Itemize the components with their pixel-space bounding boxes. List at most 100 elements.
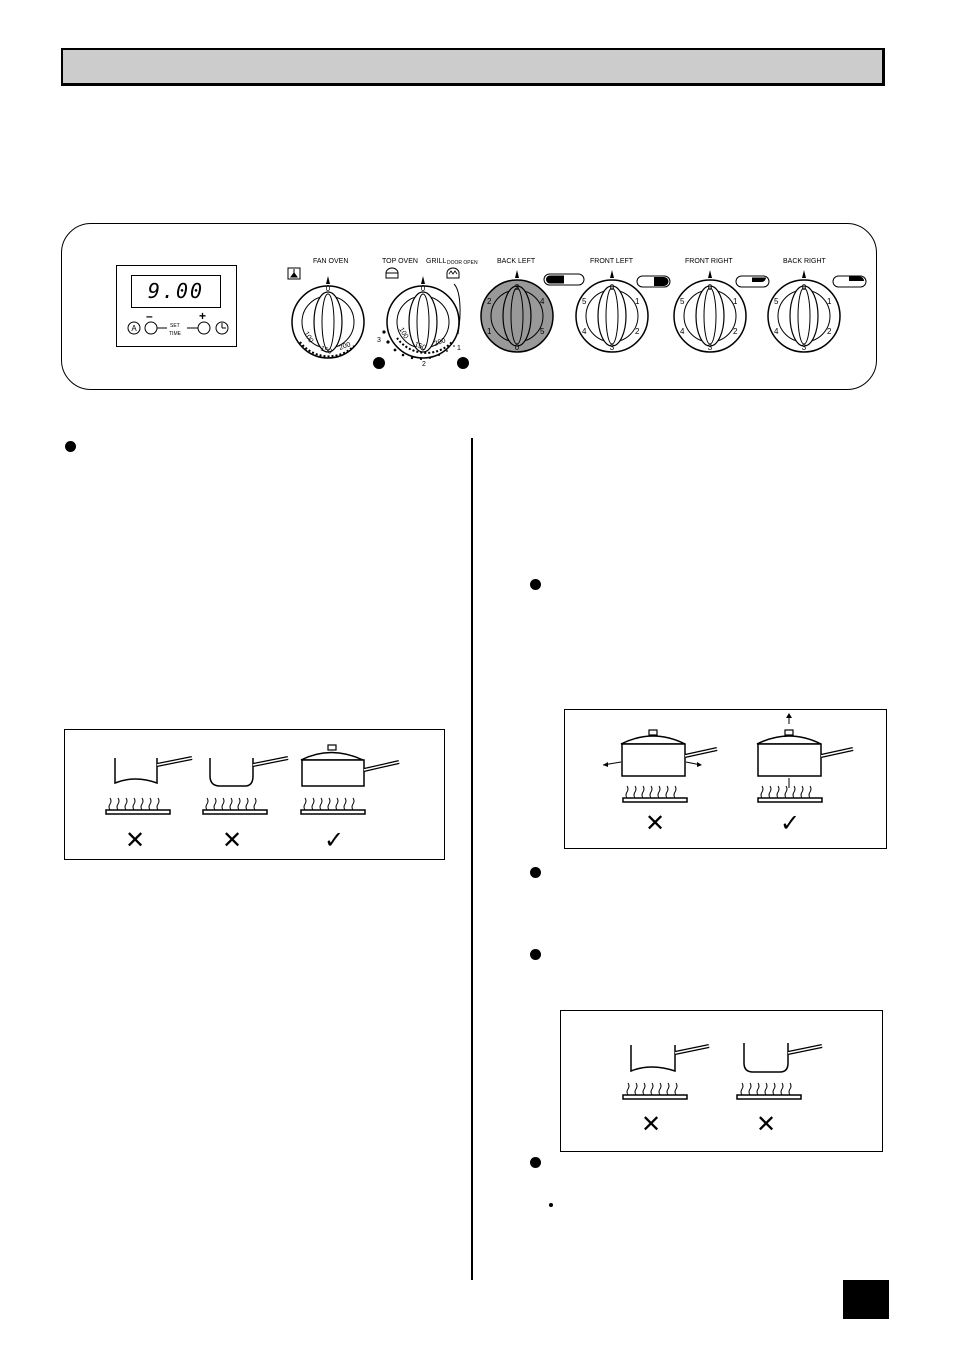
grill-scale-2: 2 <box>422 361 426 368</box>
section-header-bar <box>61 48 885 86</box>
back-right-num-3: 3 <box>802 343 807 352</box>
back-left-num-5: 5 <box>540 327 545 336</box>
hob-heat-icon <box>202 797 268 815</box>
hob-heat-icon <box>622 1082 688 1100</box>
fan-oven-knob <box>291 276 365 359</box>
cross-icon: ✕ <box>645 810 666 837</box>
flat-pan-with-lid-icon <box>300 744 400 787</box>
fan-oven-scale-100: 100 <box>302 331 314 345</box>
bullet-point <box>65 441 76 452</box>
pan-base-illustration: ✕ ✕ <box>560 1010 883 1152</box>
front-left-num-3: 3 <box>610 343 615 352</box>
set-label: SET <box>170 323 180 329</box>
hob-heat-icon <box>736 1082 802 1100</box>
back-left-num-2: 2 <box>487 297 492 306</box>
timer-display: 9.00 <box>131 275 221 308</box>
grill-label: GRILL <box>426 258 447 265</box>
top-oven-scale-150: 150 <box>413 341 426 352</box>
rounded-pan-icon <box>743 1043 823 1073</box>
back-left-num-1: 1 <box>487 327 492 336</box>
top-oven-label: TOP OVEN <box>382 258 418 265</box>
front-right-num-3: 3 <box>708 343 713 352</box>
fan-icon <box>287 267 301 280</box>
control-panel-diagram: 9.00 A – + SET TIME FAN OVEN TOP OVEN GR… <box>61 223 877 390</box>
warped-pan-icon <box>630 1044 710 1073</box>
electronic-timer: 9.00 A – + SET TIME <box>116 265 237 347</box>
cross-icon: ✕ <box>125 827 146 854</box>
timer-buttons: A <box>127 321 229 335</box>
knobs-drawing: 0 100 150 200 0 100 150 200 <box>287 267 867 369</box>
plus-button <box>197 321 211 335</box>
svg-text:A: A <box>131 324 137 333</box>
back-right-label: BACK RIGHT <box>783 258 826 265</box>
back-left-num-0: 0 <box>515 343 520 352</box>
back-right-num-0: 0 <box>802 283 807 292</box>
fan-oven-scale-200: 200 <box>338 341 351 352</box>
front-left-num-0: 0 <box>610 283 615 292</box>
front-right-num-1: 1 <box>733 297 738 306</box>
front-left-num-1: 1 <box>635 297 640 306</box>
pan-with-lid-icon <box>602 729 718 777</box>
front-right-knob <box>673 270 770 353</box>
right-indicator-light <box>457 357 469 369</box>
hob-heat-icon <box>757 785 823 803</box>
cross-icon: ✕ <box>641 1111 662 1138</box>
front-right-num-5: 5 <box>680 297 685 306</box>
top-oven-scale-200: 200 <box>433 337 446 348</box>
back-left-num-3: 3 <box>515 283 520 292</box>
column-divider <box>471 438 473 1280</box>
back-left-knob <box>480 270 585 353</box>
fan-oven-scale-150: 150 <box>319 345 332 356</box>
tick-icon: ✓ <box>324 827 345 854</box>
hob-heat-icon <box>622 785 688 803</box>
front-left-knob <box>575 270 671 353</box>
front-right-num-4: 4 <box>680 327 685 336</box>
back-left-label: BACK LEFT <box>497 258 536 265</box>
back-left-num-4: 4 <box>540 297 545 306</box>
cross-icon: ✕ <box>756 1111 777 1138</box>
back-right-knob <box>767 270 867 353</box>
time-label: TIME <box>169 331 181 337</box>
hob-heat-icon <box>105 797 171 815</box>
pan-position-illustration: ✕ ✓ <box>564 709 887 849</box>
left-indicator-light <box>373 357 385 369</box>
top-oven-zero: 0 <box>421 284 426 293</box>
auto-icon <box>127 321 141 335</box>
back-right-num-5: 5 <box>774 297 779 306</box>
warped-pan-icon <box>114 756 193 785</box>
front-right-num-2: 2 <box>733 327 738 336</box>
top-oven-knob <box>386 276 460 359</box>
grill-scale-1: 1 <box>457 345 461 352</box>
front-left-num-4: 4 <box>582 327 587 336</box>
fan-oven-zero: 0 <box>326 284 331 293</box>
front-right-num-0: 0 <box>708 283 713 292</box>
top-oven-scale-100: 100 <box>397 327 409 341</box>
clock-icon <box>215 321 229 335</box>
back-right-num-2: 2 <box>827 327 832 336</box>
page-number-box <box>843 1280 889 1319</box>
bullet-point <box>530 1157 541 1168</box>
cross-icon: ✕ <box>222 827 243 854</box>
plus-label: + <box>199 309 207 323</box>
front-left-num-2: 2 <box>635 327 640 336</box>
rounded-pan-icon <box>209 756 289 787</box>
bullet-point <box>530 867 541 878</box>
back-right-num-4: 4 <box>774 327 779 336</box>
centered-pan-icon <box>756 713 854 788</box>
front-right-label: FRONT RIGHT <box>685 258 733 265</box>
back-right-num-1: 1 <box>827 297 832 306</box>
top-oven-icon <box>385 267 399 279</box>
bullet-point <box>530 579 541 590</box>
pan-flatness-illustration: ✕ ✕ ✓ <box>64 729 445 860</box>
minus-label: – <box>146 309 153 323</box>
grill-door-open-label: DOOR OPEN <box>447 260 478 266</box>
front-left-label: FRONT LEFT <box>590 258 634 265</box>
grill-scale-3: 3 <box>377 337 381 344</box>
hob-heat-icon <box>300 797 366 815</box>
fan-oven-label: FAN OVEN <box>313 258 349 265</box>
sub-bullet-point <box>549 1203 553 1207</box>
grill-scale-dots <box>382 330 455 361</box>
tick-icon: ✓ <box>780 810 801 837</box>
front-left-num-5: 5 <box>582 297 587 306</box>
grill-icon <box>446 267 460 279</box>
